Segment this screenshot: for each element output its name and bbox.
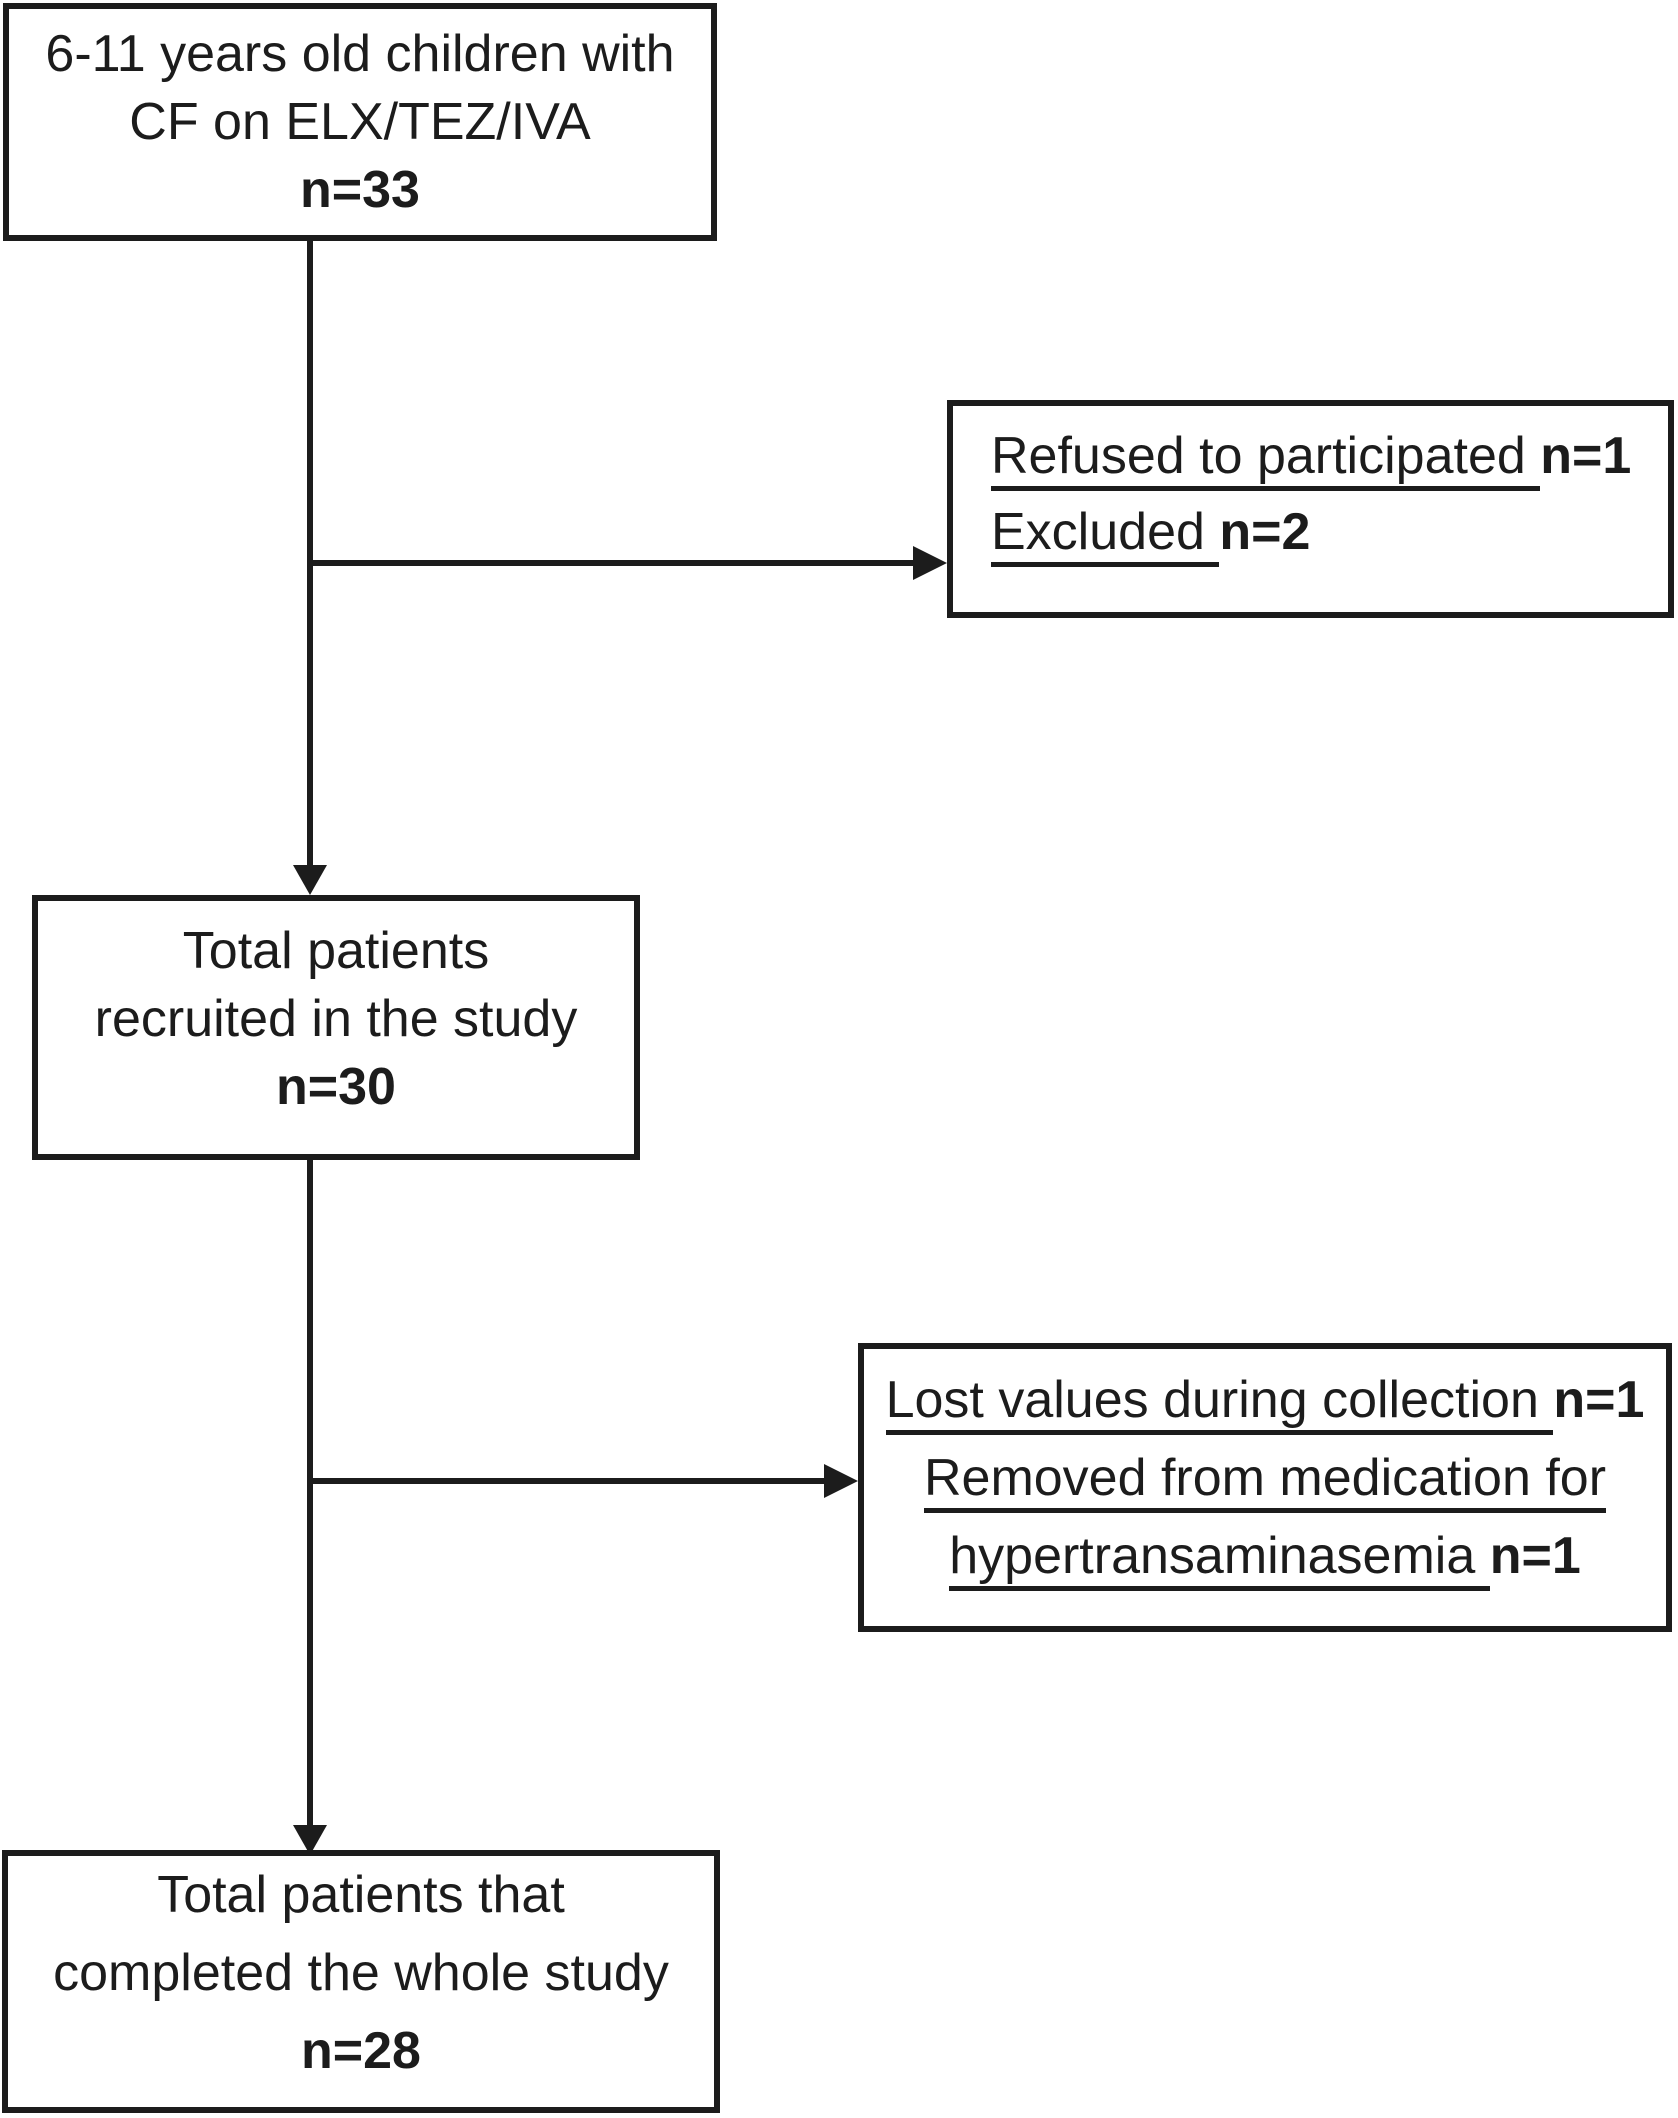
refused-label: Refused to participated <box>991 427 1541 491</box>
connector-to-refused-box <box>310 560 913 566</box>
lost-count: n=1 <box>1553 1371 1645 1429</box>
recruited-line-2: recruited in the study <box>94 990 578 1048</box>
refused-excluded-box: Refused to participated n=1 Excluded n=2 <box>947 400 1674 618</box>
completed-box: Total patients that completed the whole … <box>2 1850 720 2113</box>
connector-source-to-recruited <box>307 241 313 865</box>
recruited-count: n=30 <box>276 1058 396 1116</box>
source-population-box: 6-11 years old children with CF on ELX/T… <box>3 3 717 241</box>
excluded-label: Excluded <box>991 503 1220 567</box>
source-line-1: 6-11 years old children with <box>45 25 675 83</box>
source-line-2: CF on ELX/TEZ/IVA <box>129 93 591 151</box>
removed-label: Removed from medication for hypertransam… <box>923 1449 1607 1591</box>
completed-line-2: completed the whole study <box>53 1944 669 2002</box>
arrow-right-icon <box>824 1464 858 1498</box>
refused-count: n=1 <box>1540 427 1632 485</box>
connector-recruited-to-completed <box>307 1160 313 1825</box>
completed-line-1: Total patients that <box>157 1866 565 1924</box>
excluded-count: n=2 <box>1219 503 1311 561</box>
refused-row: Refused to participated n=1 <box>991 418 1648 494</box>
removed-count: n=1 <box>1489 1527 1581 1585</box>
recruited-box: Total patients recruited in the study n=… <box>32 895 640 1160</box>
source-count: n=33 <box>300 161 420 219</box>
arrow-down-icon <box>293 865 327 895</box>
lost-label: Lost values during collection <box>885 1371 1554 1435</box>
lost-row: Lost values during collection n=1 <box>882 1361 1648 1439</box>
recruited-line-1: Total patients <box>182 922 490 980</box>
arrow-right-icon <box>913 546 947 580</box>
connector-to-lost-box <box>310 1478 824 1484</box>
lost-removed-box: Lost values during collection n=1 Remove… <box>858 1343 1672 1632</box>
excluded-row: Excluded n=2 <box>991 494 1648 570</box>
removed-row: Removed from medication for hypertransam… <box>882 1439 1648 1595</box>
completed-count: n=28 <box>301 2022 421 2080</box>
